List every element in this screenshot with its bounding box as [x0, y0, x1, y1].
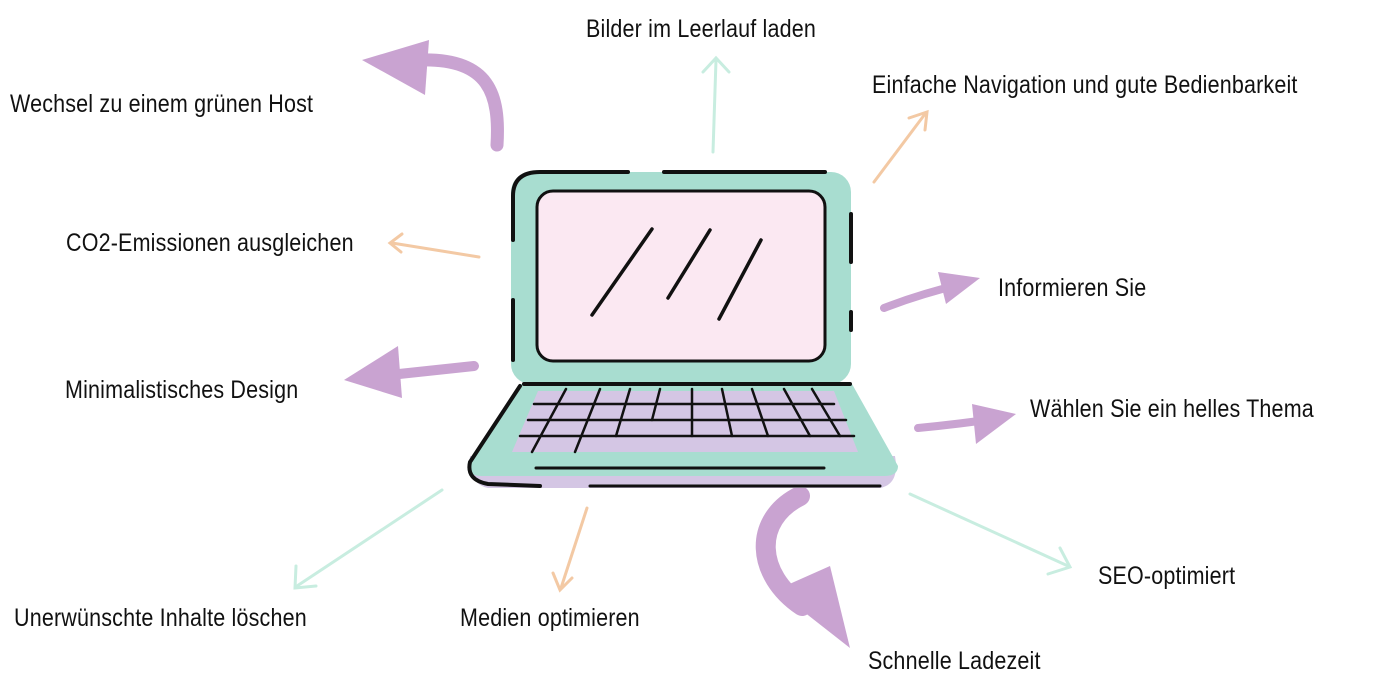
arrow-idle-images [701, 55, 731, 154]
label-optimize-media: Medien optimieren [460, 604, 640, 632]
label-seo: SEO-optimiert [1098, 562, 1236, 590]
label-idle-images: Bilder im Leerlauf laden [586, 15, 817, 43]
label-minimal-design: Minimalistisches Design [65, 376, 299, 404]
arrow-minimal-design [344, 346, 479, 398]
arrow-co2 [387, 232, 481, 259]
arrow-seo [908, 492, 1073, 576]
label-remove-content: Unerwünschte Inhalte löschen [14, 604, 307, 632]
label-co2: CO2-Emissionen ausgleichen [66, 229, 354, 257]
arrow-light-theme [914, 404, 1016, 444]
arrow-navigation [872, 109, 929, 184]
arrow-fast-load [755, 486, 850, 648]
label-light-theme: Wählen Sie ein helles Thema [1030, 395, 1314, 423]
arrow-optimize-media [551, 506, 589, 593]
arrow-inform [880, 272, 980, 312]
label-fast-load: Schnelle Ladezeit [868, 647, 1041, 675]
label-green-host: Wechsel zu einem grünen Host [10, 90, 314, 118]
arrow-green-host [362, 40, 504, 152]
laptop-icon [467, 170, 898, 488]
arrow-remove-content [293, 488, 444, 590]
laptop-keyboard [512, 391, 858, 452]
label-inform: Informieren Sie [998, 274, 1147, 302]
label-navigation: Einfache Navigation und gute Bedienbarke… [872, 71, 1298, 99]
